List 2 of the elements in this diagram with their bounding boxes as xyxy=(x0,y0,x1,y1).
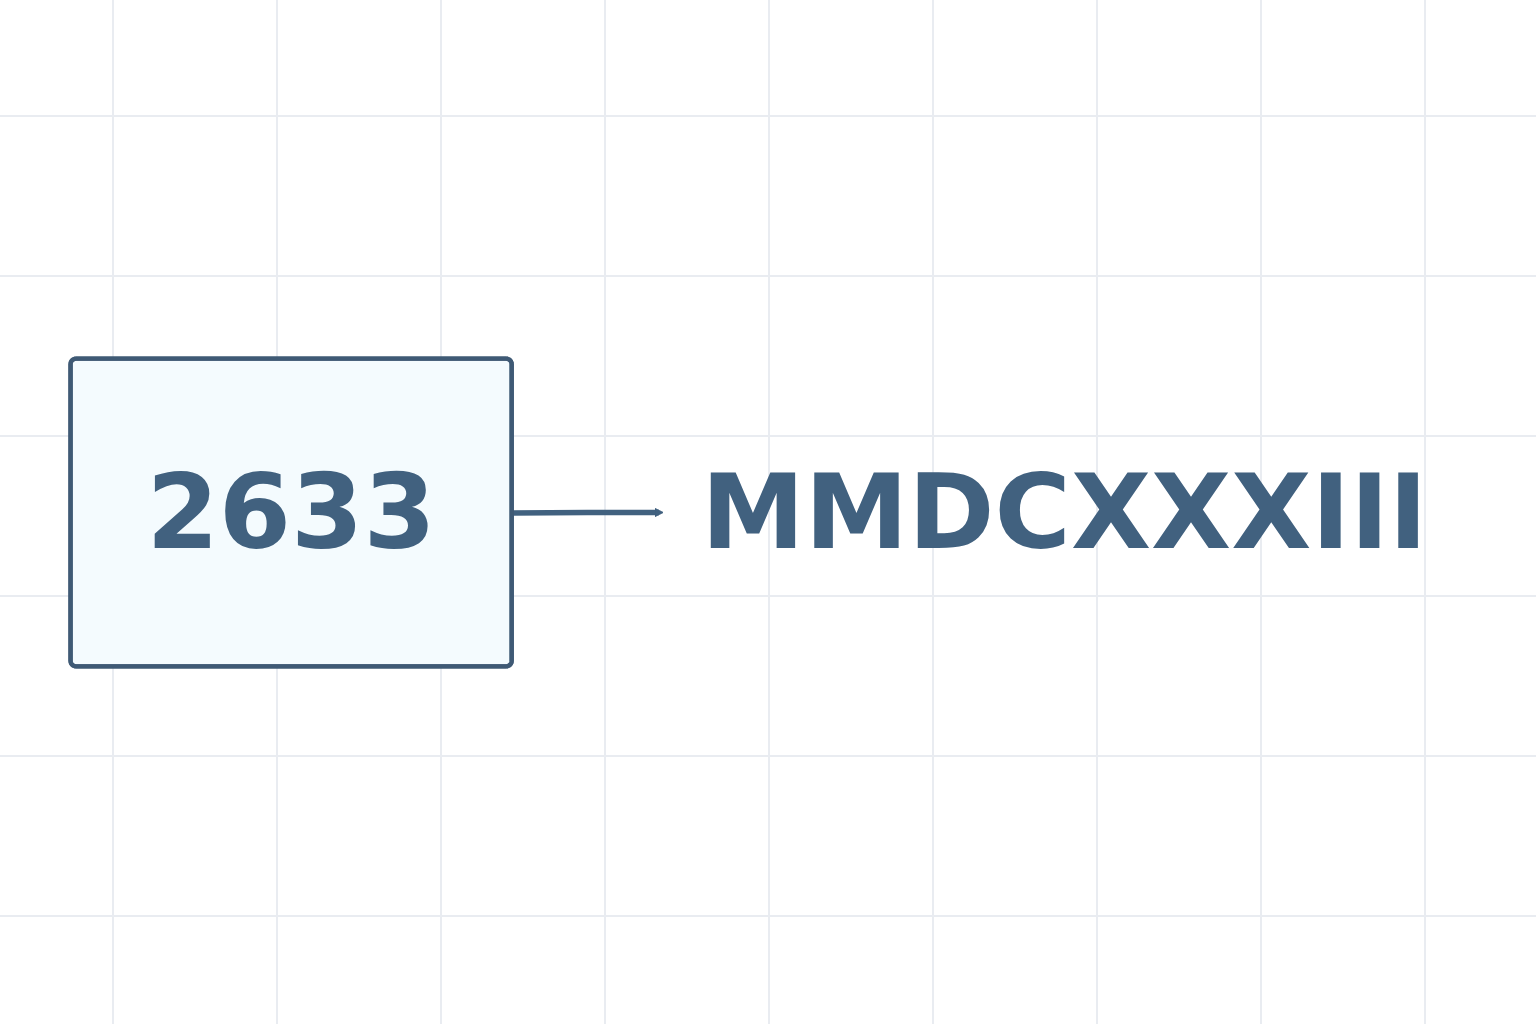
node-text: MMDCXXXIII xyxy=(701,451,1428,573)
arrow xyxy=(512,507,664,517)
